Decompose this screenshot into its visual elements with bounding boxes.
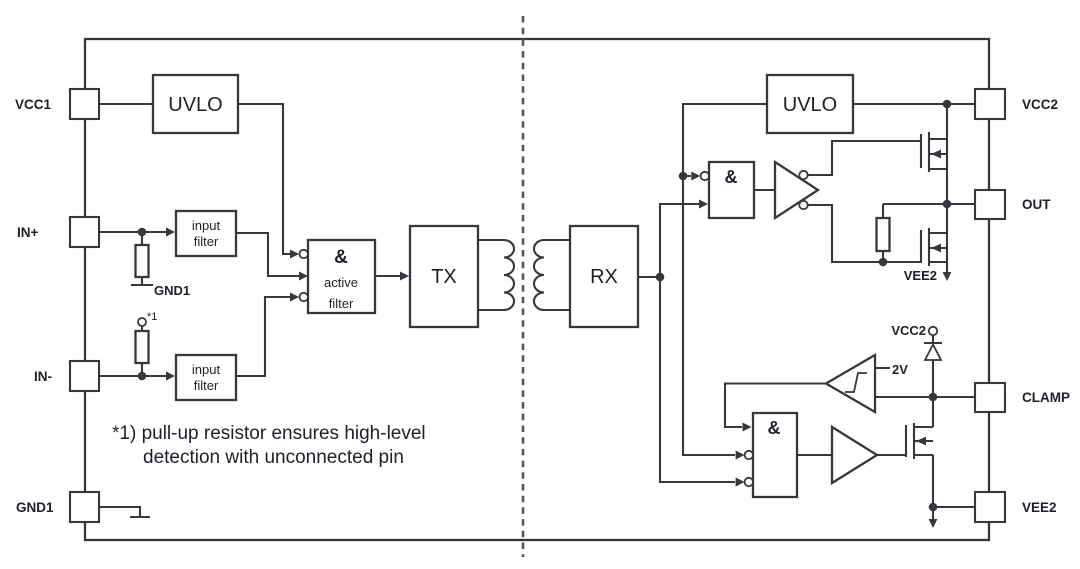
highside-mosfet-lines <box>919 132 947 172</box>
hysteresis-icon <box>845 372 867 393</box>
clamp-mosfet-icon <box>904 423 933 459</box>
pin-label-out: OUT <box>1022 197 1051 212</box>
block-active-filter <box>306 238 377 315</box>
pin-label-vee2: VEE2 <box>1022 500 1057 515</box>
label-uvlo-right: UVLO <box>783 94 837 116</box>
lowside-mosfet-icon <box>919 228 947 266</box>
lowside-mosfet-lines <box>919 228 947 266</box>
driver-invert-bubble-bottom <box>798 199 809 211</box>
block-input-filter-top <box>174 209 238 258</box>
label-vcc2-inline: VCC2 <box>891 323 926 338</box>
invert-bubbles <box>298 170 754 488</box>
wire-uvlo-to-andfilter <box>238 102 290 256</box>
pin-label-vcc2: VCC2 <box>1022 97 1058 112</box>
driver-triangle-icon <box>773 159 821 221</box>
label-input-filter-bottom-1: input <box>192 362 221 377</box>
pin-vcc2 <box>973 87 1007 121</box>
comparator-icon <box>823 353 877 414</box>
wire-rx-node-vertical <box>658 202 735 484</box>
note-line1: *1) pull-up resistor ensures high-level <box>112 423 426 444</box>
pin-vee2 <box>973 490 1007 524</box>
transformer-icon <box>478 238 570 312</box>
lowside-mosfet-arrow <box>931 243 941 253</box>
label-input-filter-bottom-2: filter <box>194 378 219 393</box>
resistor-inplus <box>134 243 150 279</box>
diode-icon <box>923 342 943 361</box>
pin-in-minus <box>68 359 101 393</box>
resistor-pullup <box>134 329 150 365</box>
label-active-filter-amp: & <box>334 247 348 268</box>
primary-coil <box>503 238 516 312</box>
pullup-terminal <box>137 317 147 327</box>
label-vee2-inline: VEE2 <box>904 268 937 283</box>
wire-filtertop-out <box>236 231 299 278</box>
label-and-top: & <box>725 167 738 187</box>
note-line2: detection with unconnected pin <box>143 447 404 468</box>
wire-clampfet-rails <box>931 397 975 519</box>
wire-filterbot-out <box>236 295 290 378</box>
label-rx: RX <box>590 266 618 288</box>
block-tx <box>408 224 480 329</box>
input-side-wires <box>99 102 400 519</box>
highside-mosfet-arrow <box>931 149 941 159</box>
pin-clamp <box>973 381 1007 414</box>
block-rx <box>568 224 640 329</box>
label-input-filter-top-1: input <box>192 218 221 233</box>
label-gnd1-symbol: GND1 <box>154 283 190 298</box>
wire-comparator-feedback <box>723 382 826 429</box>
label-active-filter-3: filter <box>329 296 354 311</box>
pin-label-in-minus: IN- <box>34 369 52 384</box>
clamp-mosfet-lines <box>904 423 933 459</box>
pin-vcc1 <box>68 87 101 121</box>
clamp-mosfet-arrow <box>916 436 926 446</box>
block-and-top <box>707 160 756 220</box>
secondary-stubs <box>544 238 570 312</box>
arrowheads <box>166 171 952 528</box>
pin-in-plus <box>68 215 101 249</box>
label-input-filter-top-2: filter <box>194 234 219 249</box>
buffer-triangle-icon <box>830 424 880 486</box>
label-vref: 2V <box>892 362 908 377</box>
block-and-bottom <box>751 411 799 499</box>
label-and-bottom: & <box>768 418 781 438</box>
wire-gnd1-pin <box>99 505 150 519</box>
secondary-coil <box>532 238 545 312</box>
vcc2-terminal <box>927 325 939 337</box>
label-active-filter-2: active <box>324 275 358 290</box>
label-uvlo-left: UVLO <box>168 94 222 116</box>
wire-driver-lowgate <box>808 203 921 264</box>
driver-invert-bubble-top <box>798 169 809 181</box>
junction-dots <box>137 99 952 512</box>
highside-mosfet-icon <box>919 132 947 172</box>
block-input-filter-bottom <box>174 353 238 402</box>
label-pullup-ref: *1 <box>147 311 157 323</box>
wire-uvlo2-vertical <box>681 102 767 457</box>
label-tx: TX <box>431 266 457 288</box>
pin-label-clamp: CLAMP <box>1022 390 1070 405</box>
resistor-gate <box>875 216 891 253</box>
pin-label-gnd1: GND1 <box>16 500 54 515</box>
block-uvlo-left <box>151 73 240 135</box>
block-uvlo-right <box>765 73 855 135</box>
primary-stubs <box>478 238 504 312</box>
pin-out <box>973 188 1007 221</box>
pin-label-vcc1: VCC1 <box>15 97 52 112</box>
pin-squares <box>68 87 1007 524</box>
pin-gnd1 <box>68 490 101 524</box>
wire-driver-highgate <box>808 139 921 177</box>
pin-label-in-plus: IN+ <box>17 225 39 240</box>
